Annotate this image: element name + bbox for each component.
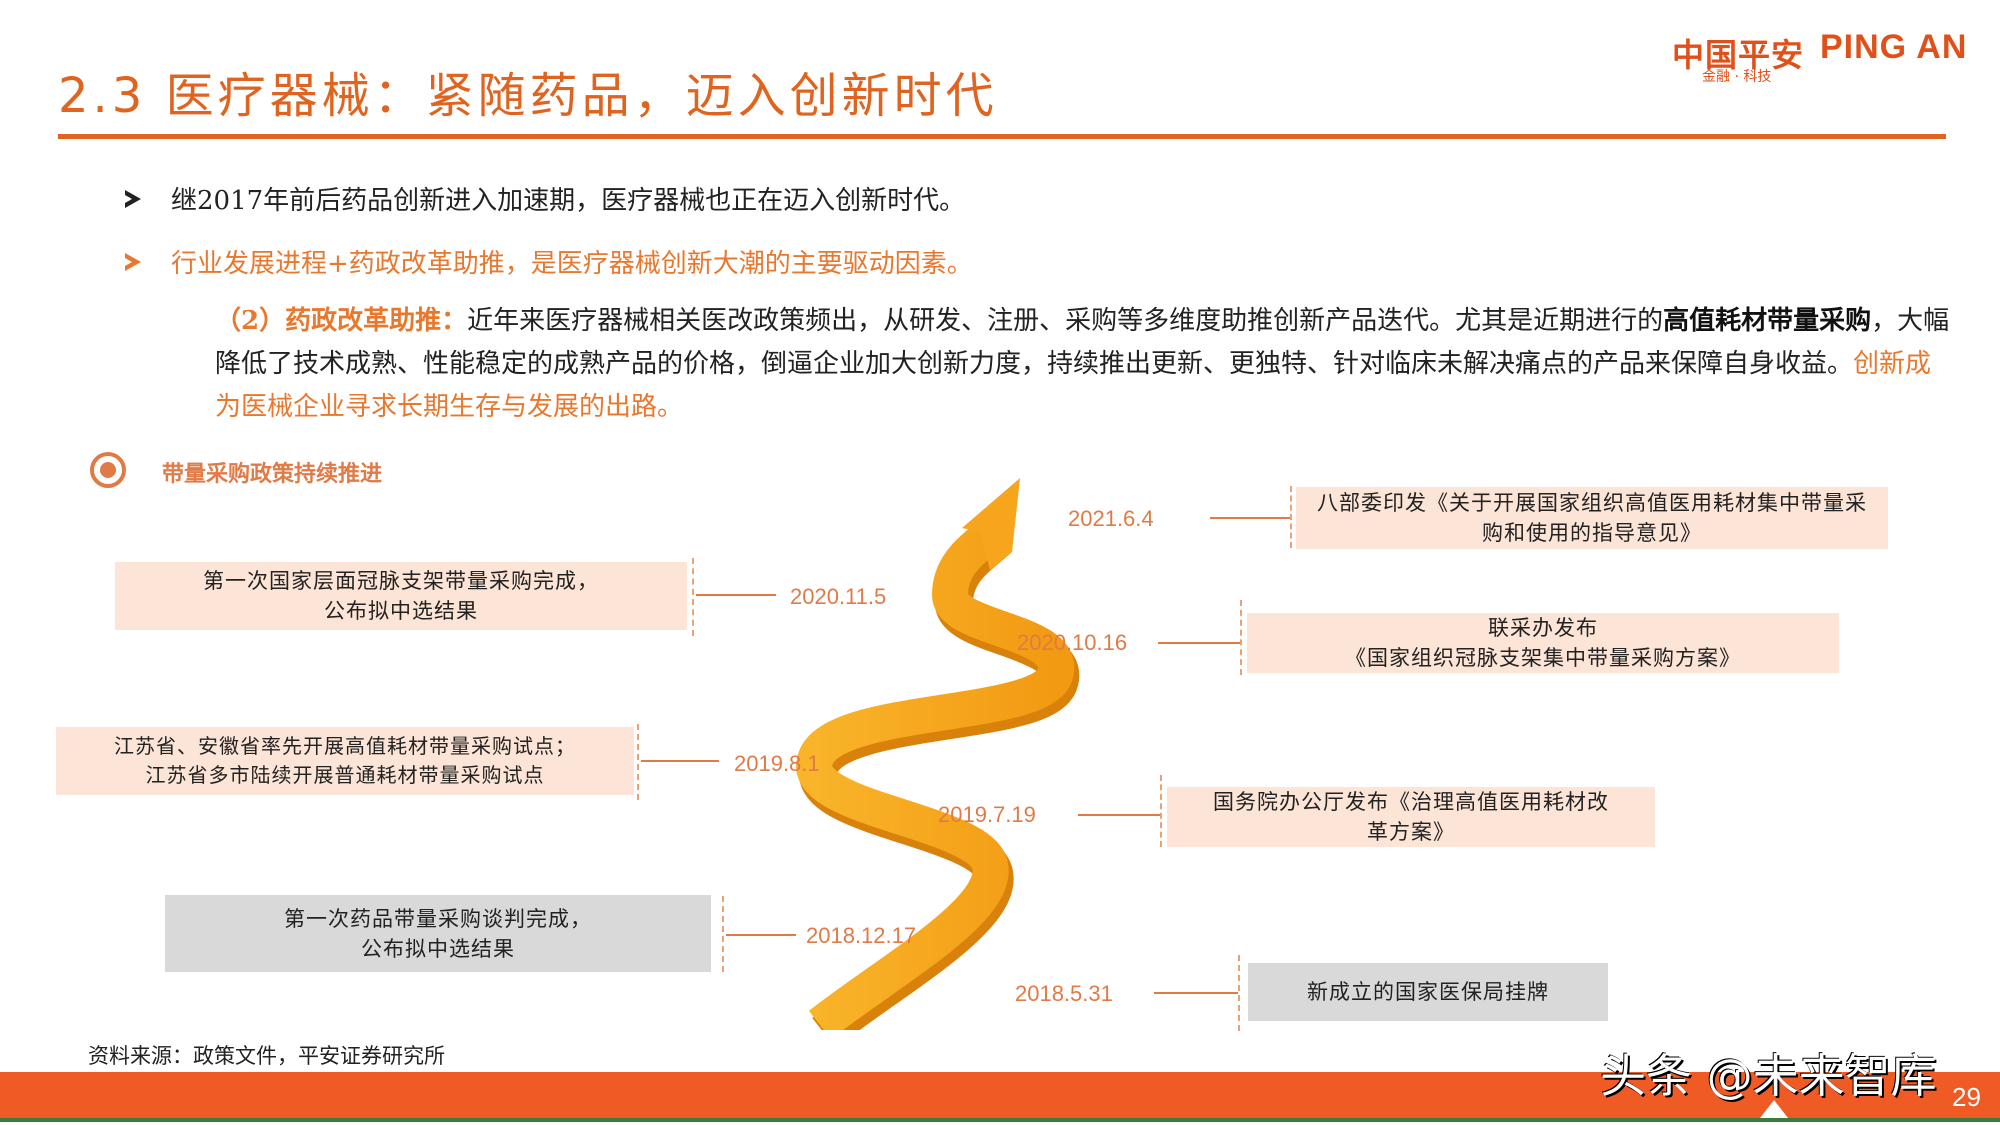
- timeline-event-2020-10-16: 联采办发布 《国家组织冠脉支架集中带量采购方案》: [1247, 613, 1839, 673]
- timeline-event-2020-11-5: 第一次国家层面冠脉支架带量采购完成， 公布拟中选结果: [115, 562, 687, 630]
- connector-line: [696, 594, 776, 596]
- section-label: 带量采购政策持续推进: [162, 461, 383, 487]
- paragraph-label: （2）药政改革助推：: [215, 306, 468, 336]
- date-label: 2020.10.16: [1017, 630, 1128, 655]
- connector-line: [726, 934, 796, 936]
- logo-chinese: 中国平安: [1672, 36, 1805, 74]
- house-logo-icon: [1760, 1100, 1788, 1118]
- date-label: 2018.5.31: [1015, 981, 1113, 1006]
- bullet-1: 继2017年前后药品创新进入加速期，医疗器械也正在迈入创新时代。: [125, 180, 965, 217]
- paragraph-highlight: 创新成为医械企业寻求长期生存与发展的出路。: [215, 349, 1932, 422]
- connector-dash: [1290, 486, 1292, 548]
- timeline-event-2019-8-1: 江苏省、安徽省率先开展高值耗材带量采购试点； 江苏省多市陆续开展普通耗材带量采购…: [56, 727, 634, 795]
- date-label: 2021.6.4: [1068, 506, 1154, 531]
- bullet-text: 行业发展进程+药政改革助推，是医疗器械创新大潮的主要驱动因素。: [171, 249, 973, 279]
- timeline-event-2018-12-17: 第一次药品带量采购谈判完成， 公布拟中选结果: [165, 895, 711, 972]
- timeline-event-2019-7-19: 国务院办公厅发布《治理高值医用耗材改革方案》: [1167, 787, 1655, 847]
- page-title: 2.3 医疗器械：紧随药品，迈入创新时代: [58, 68, 998, 124]
- connector-line: [1210, 517, 1290, 519]
- connector-dash: [1238, 955, 1240, 1031]
- connector-line: [641, 760, 719, 762]
- title-divider: [58, 134, 1946, 139]
- bullet-text: 继2017年前后药品创新进入加速期，医疗器械也正在迈入创新时代。: [171, 186, 966, 216]
- connector-dash: [1160, 775, 1162, 847]
- body-paragraph: （2）药政改革助推：近年来医疗器械相关医改政策频出，从研发、注册、采购等多维度助…: [215, 300, 1955, 429]
- paragraph-text-2: ，大幅降低了技术成熟、性能稳定的成熟产品的价格，倒逼企业加大创新力度，持续推出更…: [215, 306, 1950, 379]
- growth-arrow-icon: [796, 478, 1080, 1030]
- logo-english: PING AN: [1820, 28, 1968, 66]
- connector-line: [1158, 642, 1240, 644]
- footer-band: [0, 1072, 2000, 1118]
- page-number: 29: [1952, 1082, 1981, 1112]
- target-icon: [90, 452, 126, 488]
- bullet-arrow-icon: [125, 252, 141, 271]
- connector-line: [1078, 814, 1160, 816]
- date-label: 2020.11.5: [790, 584, 887, 609]
- source-note: 资料来源：政策文件，平安证券研究所: [88, 1044, 445, 1068]
- connector-line: [1154, 992, 1238, 994]
- timeline-event-2021-6-4: 八部委印发《关于开展国家组织高值医用耗材集中带量采购和使用的指导意见》: [1296, 487, 1888, 549]
- date-label: 2019.8.1: [734, 751, 820, 776]
- date-label: 2019.7.19: [938, 802, 1036, 827]
- logo-tagline: 金融 · 科技: [1702, 69, 1772, 85]
- connector-dash: [637, 724, 639, 800]
- footer-green-line: [0, 1118, 2000, 1122]
- connector-dash: [1240, 600, 1242, 675]
- bullet-arrow-icon: [125, 189, 141, 208]
- paragraph-bold: 高值耗材带量采购: [1663, 306, 1872, 336]
- timeline-event-2018-5-31: 新成立的国家医保局挂牌: [1248, 963, 1608, 1021]
- connector-dash: [692, 558, 694, 636]
- bullet-2: 行业发展进程+药政改革助推，是医疗器械创新大潮的主要驱动因素。: [125, 243, 973, 280]
- connector-dash: [722, 896, 724, 972]
- paragraph-text: 近年来医疗器械相关医改政策频出，从研发、注册、采购等多维度助推创新产品迭代。尤其…: [467, 306, 1664, 336]
- watermark: 头条 @未来智库: [1600, 1049, 1937, 1103]
- date-label: 2018.12.17: [806, 923, 917, 948]
